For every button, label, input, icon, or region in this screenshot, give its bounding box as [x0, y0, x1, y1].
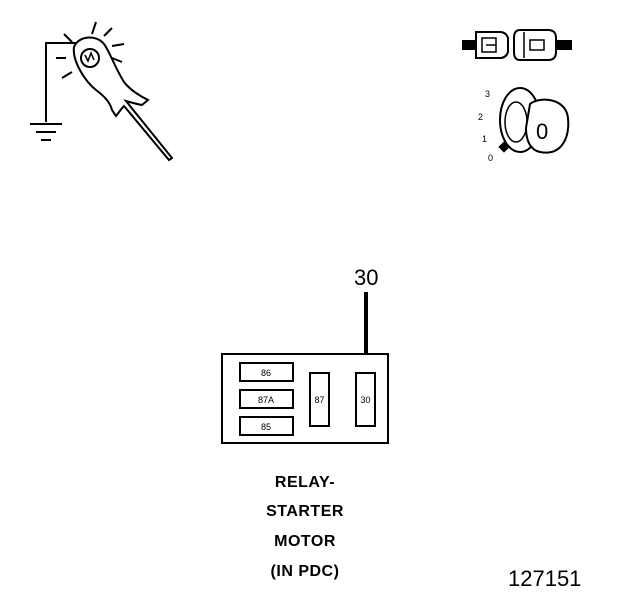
- caption-line-4: (IN PDC): [270, 563, 340, 580]
- probe-label: 30: [354, 265, 378, 290]
- relay-terminal-85: [239, 416, 294, 436]
- relay-terminal-87a-label: 87A: [258, 395, 274, 405]
- ignition-position-3: 3: [485, 89, 490, 99]
- caption-line-2: STARTER: [266, 503, 344, 520]
- relay-terminal-86: [239, 362, 294, 382]
- relay-terminal-85-label: 85: [261, 422, 271, 432]
- ignition-key-icon: [498, 87, 570, 154]
- ignition-position-0: 0: [488, 153, 493, 163]
- test-light-probe-icon: [30, 21, 174, 162]
- caption-line-3: MOTOR: [274, 533, 336, 550]
- light-rays-icon: [56, 21, 125, 79]
- relay-terminal-30-label: 30: [360, 395, 370, 405]
- ground-symbol-icon: [30, 123, 62, 141]
- relay-terminal-87a: [239, 389, 294, 409]
- disconnected-connector-icon: [462, 29, 572, 61]
- relay-terminal-86-label: 86: [261, 368, 271, 378]
- relay-terminal-87-label: 87: [314, 395, 324, 405]
- caption-line-1: RELAY-: [274, 474, 336, 491]
- ignition-position-1: 1: [482, 134, 487, 144]
- relay-starter-motor: 86 87A 85 87 30: [221, 353, 389, 444]
- ignition-key-position: 0: [536, 119, 548, 144]
- figure-number: 127151: [508, 566, 582, 591]
- relay-terminal-30: [355, 372, 376, 427]
- ignition-position-2: 2: [478, 112, 483, 122]
- relay-terminal-87: [309, 372, 330, 427]
